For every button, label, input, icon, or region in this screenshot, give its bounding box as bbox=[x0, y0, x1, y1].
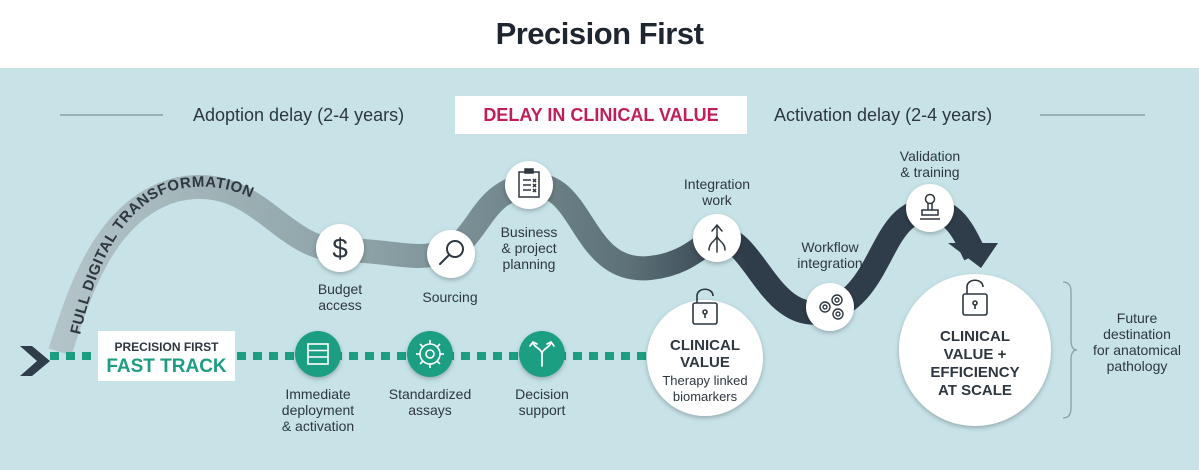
magnifier-icon bbox=[439, 240, 464, 265]
scale-text: CLINICAL VALUE + EFFICIENCY AT SCALE bbox=[930, 328, 1020, 399]
unlock-icon-1 bbox=[692, 288, 718, 325]
validation-label: Validation & training bbox=[899, 148, 961, 180]
sourcing-label: Sourcing bbox=[422, 289, 478, 305]
fast-track-line1: PRECISION FIRST bbox=[114, 340, 219, 354]
adoption-delay-label: Adoption delay (2-4 years) bbox=[193, 105, 405, 125]
decision-label: Decision support bbox=[515, 386, 569, 418]
assays-circle bbox=[407, 331, 453, 377]
workflow-label: Workflow integration bbox=[797, 239, 863, 271]
road-arrow-head bbox=[948, 243, 998, 268]
unlock-icon-2 bbox=[962, 279, 988, 316]
checklist-icon bbox=[518, 168, 540, 198]
fast-track-line2: FAST TRACK bbox=[106, 356, 227, 377]
integration-label: Integration work bbox=[683, 176, 751, 208]
deploy-circle bbox=[295, 331, 341, 377]
future-destination-label: Future destination for anatomical pathol… bbox=[1093, 310, 1181, 374]
stamp-icon bbox=[920, 193, 940, 220]
merge-arrow-icon bbox=[708, 223, 726, 253]
list-icon bbox=[307, 343, 329, 365]
delay-clinical-value-box: DELAY IN CLINICAL VALUE bbox=[455, 96, 747, 134]
business-label: Business & project planning bbox=[500, 224, 558, 272]
page-title: Precision First bbox=[495, 16, 704, 51]
future-brace bbox=[1062, 281, 1078, 419]
clinical-value-circle bbox=[647, 300, 763, 416]
validation-circle bbox=[906, 184, 954, 232]
activation-delay-label: Activation delay (2-4 years) bbox=[774, 105, 993, 125]
clinical-value-text: CLINICAL VALUE Therapy linked biomarkers bbox=[662, 337, 748, 404]
assays-label: Standardized assays bbox=[388, 386, 472, 418]
transformation-road bbox=[48, 172, 986, 356]
split-arrow-icon bbox=[529, 340, 555, 367]
budget-circle bbox=[316, 224, 364, 272]
budget-label: Budget access bbox=[317, 281, 363, 313]
gears-icon bbox=[819, 294, 844, 320]
start-arrow-icon bbox=[20, 346, 50, 376]
scale-circle bbox=[899, 274, 1051, 426]
sourcing-circle bbox=[427, 230, 475, 278]
dollar-icon: $ bbox=[332, 233, 348, 264]
deploy-label: Immediate deployment & activation bbox=[281, 386, 355, 434]
gear-icon bbox=[416, 340, 444, 368]
fast-track-box: PRECISION FIRST FAST TRACK bbox=[98, 331, 235, 381]
